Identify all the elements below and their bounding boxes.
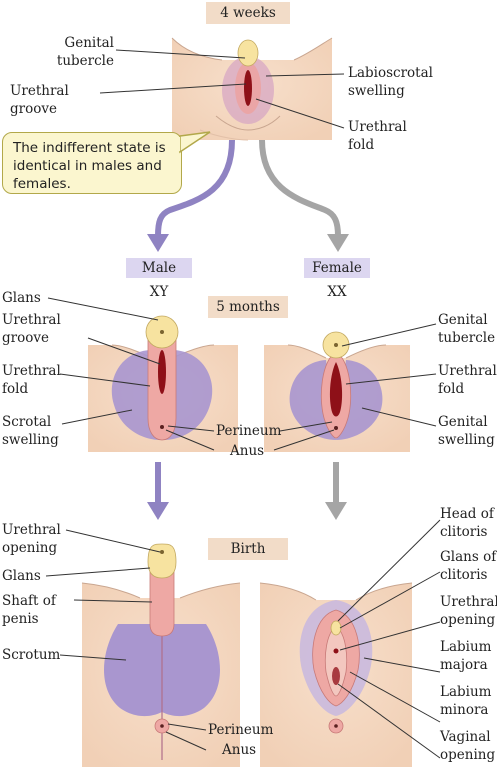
label-birth-female-head-of-clitoris: Head of clitoris (440, 506, 494, 540)
label-birth-female-vaginal-opening: Vaginal opening (440, 729, 496, 763)
label-birth-male-urethral-opening: Urethral opening (2, 522, 61, 556)
label-m5-female-genital-tubercle: Genital tubercle (438, 312, 496, 346)
label-w4-genital-tubercle: Genital tubercle (56, 35, 114, 69)
label-birth-female-labium-majora: Labium majora (440, 639, 492, 673)
month5-male-figure (88, 315, 238, 452)
female-arrow (259, 139, 341, 237)
female-sex: Female (304, 258, 370, 278)
label-m5-anus: Anus (230, 443, 265, 459)
urethral-groove (244, 70, 252, 106)
label-m5-female-genital-swelling: Genital swelling (438, 414, 495, 448)
month5-female-figure (264, 331, 410, 452)
week4-leaders (99, 49, 345, 129)
month5-leaders (47, 297, 437, 451)
label-birth-perineum: Perineum (208, 722, 274, 738)
label-birth-anus: Anus (222, 742, 257, 758)
stage-label-birth: Birth (208, 538, 288, 560)
indifferent-state-note: The indifferent state is identical in ma… (2, 132, 182, 194)
label-birth-female-urethral-opening: Urethral opening (440, 594, 497, 628)
label-birth-male-scrotum: Scrotum (2, 647, 61, 663)
male-arrow (155, 139, 235, 237)
female-label: Female XX (304, 258, 370, 302)
male-arrowhead (147, 234, 169, 252)
label-m5-female-urethral-fold: Urethral fold (438, 363, 497, 397)
male-label: Male XY (126, 258, 192, 302)
birth-male-figure (81, 543, 241, 767)
label-m5-male-urethral-fold: Urethral fold (2, 363, 61, 397)
label-birth-female-glans-of-clitoris: Glans of clitoris (440, 549, 497, 583)
label-w4-urethral-groove: Urethral groove (10, 83, 69, 117)
male-karyotype: XY (149, 284, 169, 300)
stage-label-4-weeks: 4 weeks (206, 2, 290, 24)
stage-label-5-months: 5 months (208, 296, 288, 318)
birth-female-figure (259, 582, 413, 767)
label-m5-male-scrotal-swelling: Scrotal swelling (2, 414, 59, 448)
label-birth-female-labium-minora: Labium minora (440, 684, 492, 718)
label-w4-urethral-fold: Urethral fold (348, 119, 407, 153)
male-sex: Male (126, 258, 192, 278)
birth-leaders (45, 519, 441, 759)
label-m5-male-urethral-groove: Urethral groove (2, 312, 61, 346)
note-pointer (176, 131, 211, 154)
label-m5-male-glans: Glans (2, 290, 41, 306)
label-birth-male-shaft-of-penis: Shaft of penis (2, 593, 56, 627)
genital-tubercle (237, 39, 259, 67)
label-birth-male-glans: Glans (2, 568, 41, 584)
female-karyotype: XX (327, 284, 347, 300)
female-arrowhead (327, 234, 349, 252)
label-m5-perineum: Perineum (216, 423, 282, 439)
female-down-arrow (325, 462, 347, 520)
week4-figure (171, 37, 333, 141)
male-down-arrow (147, 462, 169, 520)
label-w4-labioscrotal-swelling: Labioscrotal swelling (348, 65, 433, 99)
